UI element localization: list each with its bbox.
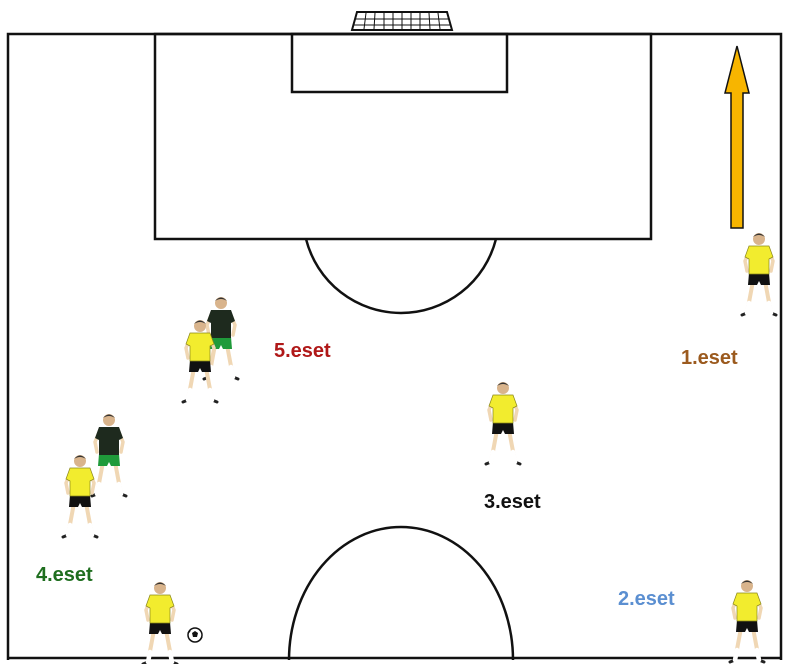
attacker-player-case1 xyxy=(742,233,776,315)
attacker-player-bottom-left xyxy=(143,582,177,664)
penalty-area xyxy=(155,34,651,239)
attacker-player-case2 xyxy=(730,580,764,662)
case4-label: 4.eset xyxy=(36,565,93,585)
penalty-arc xyxy=(306,239,496,313)
attacker-player-case3 xyxy=(486,382,520,464)
defender-player-case4 xyxy=(92,414,126,496)
case3-label: 3.eset xyxy=(484,492,541,512)
touchline xyxy=(8,34,781,660)
pitch-lines xyxy=(8,34,781,660)
up-arrow-icon xyxy=(725,46,749,228)
case5-label: 5.eset xyxy=(274,341,331,361)
case1-label: 1.eset xyxy=(681,348,738,368)
case2-label: 2.eset xyxy=(618,589,675,609)
soccer-ball-icon xyxy=(188,628,202,642)
goal-net-icon xyxy=(352,12,452,30)
goal-area xyxy=(292,34,507,92)
center-circle xyxy=(289,527,513,660)
